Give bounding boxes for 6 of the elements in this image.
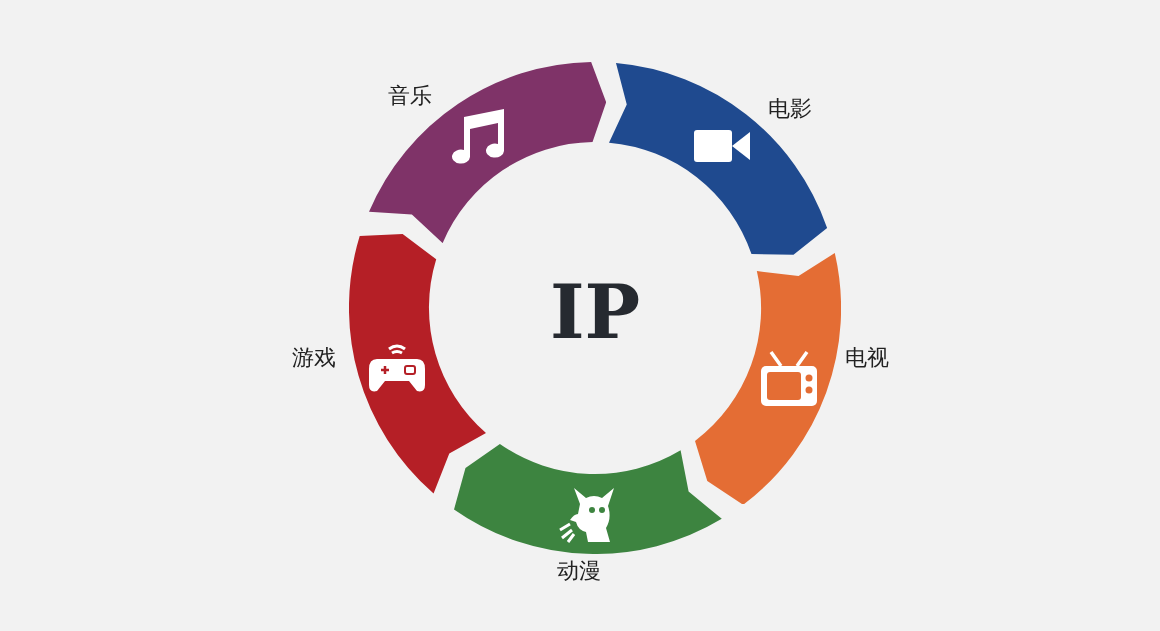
segment-label: 音乐 bbox=[388, 85, 432, 107]
segment-label: 电影 bbox=[768, 98, 812, 120]
segment-label: 游戏 bbox=[292, 347, 336, 369]
center-title: IP bbox=[550, 275, 641, 349]
segment-label: 动漫 bbox=[557, 560, 601, 582]
segment-label: 电视 bbox=[845, 347, 889, 369]
